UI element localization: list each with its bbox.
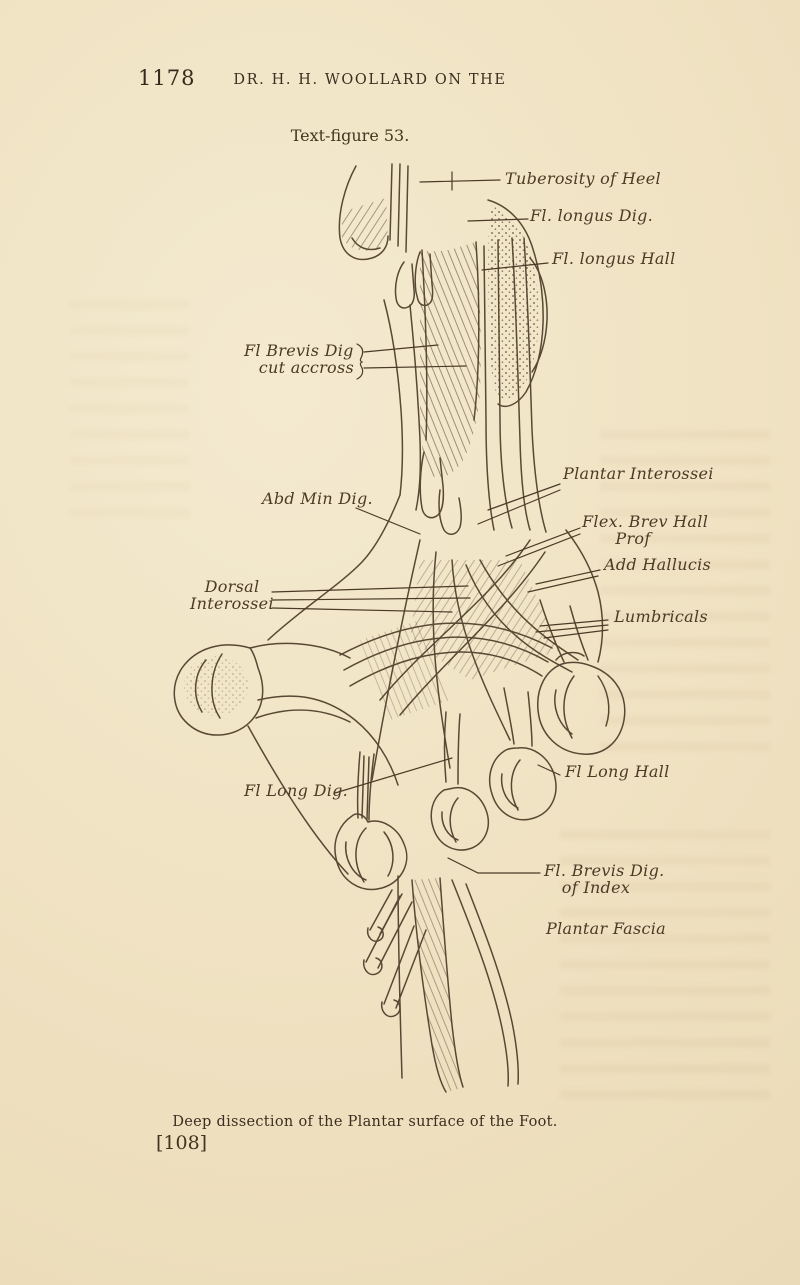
label-flex-brev-hall-prof: Flex. Brev Hall Prof: [582, 512, 709, 548]
plantar-fascia-strands: [362, 875, 519, 1093]
running-head: DR. H. H. WOOLLARD ON THE: [233, 72, 507, 88]
toe-pad-2: [488, 687, 557, 821]
label-dorsal-interossei: Dorsal Interossei: [190, 577, 274, 613]
page-number: 1178: [138, 66, 196, 90]
figure-heading: Text-figure 53.: [290, 126, 410, 145]
label-fl-brevis-dig: Fl Brevis Dig cut accross: [244, 341, 354, 377]
label-fl-longus-dig: Fl. longus Dig.: [530, 206, 654, 225]
label-abd-min-dig: Abd Min Dig.: [262, 489, 373, 508]
label-fl-brevis-dig-of-index: Fl. Brevis Dig. of Index: [544, 861, 665, 897]
signature-mark: [108]: [156, 1132, 208, 1154]
heel-outline: [338, 163, 409, 261]
label-lumbricals: Lumbricals: [614, 607, 708, 626]
label-plantar-interossei: Plantar Interossei: [563, 464, 714, 483]
metatarsal-knob: [173, 642, 351, 875]
leader-lines: [271, 171, 609, 874]
toe-pad-4: [334, 751, 408, 891]
flexor-hallucis-mass: [487, 199, 548, 408]
label-fl-longus-hall: Fl. longus Hall: [552, 249, 676, 268]
midfoot-tendon-tangle: [257, 494, 604, 786]
label-tuberosity-of-heel: Tuberosity of Heel: [505, 169, 661, 188]
page-showthrough: [70, 300, 190, 530]
label-fl-long-dig: Fl Long Dig.: [244, 781, 349, 800]
label-fl-long-hall: Fl Long Hall: [565, 762, 670, 781]
label-plantar-fascia: Plantar Fascia: [546, 919, 667, 938]
toe-pad-3: [430, 711, 490, 851]
label-add-hallucis: Add Hallucis: [604, 555, 712, 574]
long-tendon-column: [383, 237, 547, 535]
toe-pad-hallux: [537, 599, 626, 755]
figure-caption: Deep dissection of the Plantar surface o…: [172, 1114, 558, 1130]
